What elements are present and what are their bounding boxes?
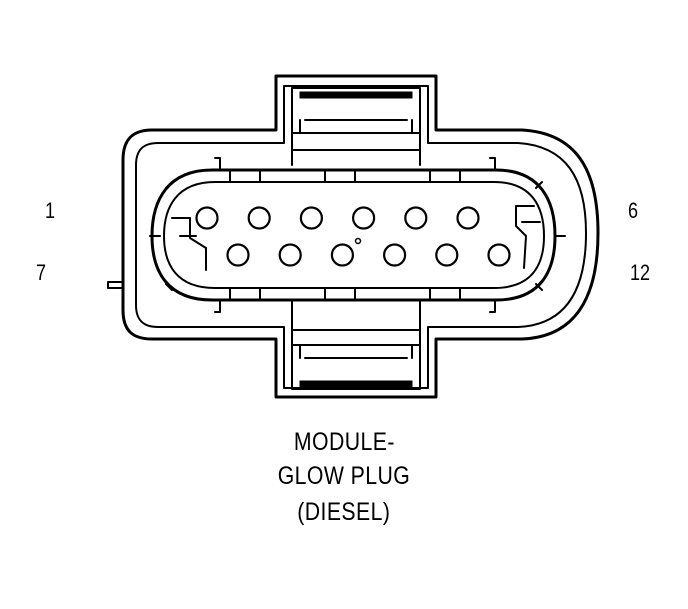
- pin-cavity-10: [383, 243, 407, 267]
- connector-inner-outline: [135, 85, 587, 389]
- pin-cavity-7: [226, 243, 250, 267]
- pin-label-6: 6: [628, 198, 639, 223]
- pin-label-1: 1: [45, 198, 56, 223]
- pin-cavity-9: [330, 243, 354, 267]
- connector-outer-body: [121, 74, 600, 399]
- pin-cavity-8: [278, 243, 302, 267]
- pin-cavities: [195, 206, 511, 267]
- pin-cavity-5: [404, 206, 428, 230]
- pin-housing: [150, 168, 557, 302]
- pin-cavity-1: [195, 206, 219, 230]
- pin-label-12: 12: [630, 260, 651, 285]
- pin-label-7: 7: [36, 260, 47, 285]
- pin-cavity-3: [299, 206, 323, 230]
- caption-line-3: (DIESEL): [297, 498, 391, 526]
- pin-cavity-2: [247, 206, 271, 230]
- top-latch: [291, 87, 421, 134]
- caption-line-2: GLOW PLUG: [277, 462, 411, 490]
- pin-cavity-11: [435, 243, 459, 267]
- pin-cavity-12: [487, 243, 511, 267]
- pin-cavity-4: [352, 206, 376, 230]
- caption-line-1: MODULE-: [293, 428, 395, 456]
- bottom-latch: [291, 344, 421, 390]
- pin-cavity-6: [456, 206, 480, 230]
